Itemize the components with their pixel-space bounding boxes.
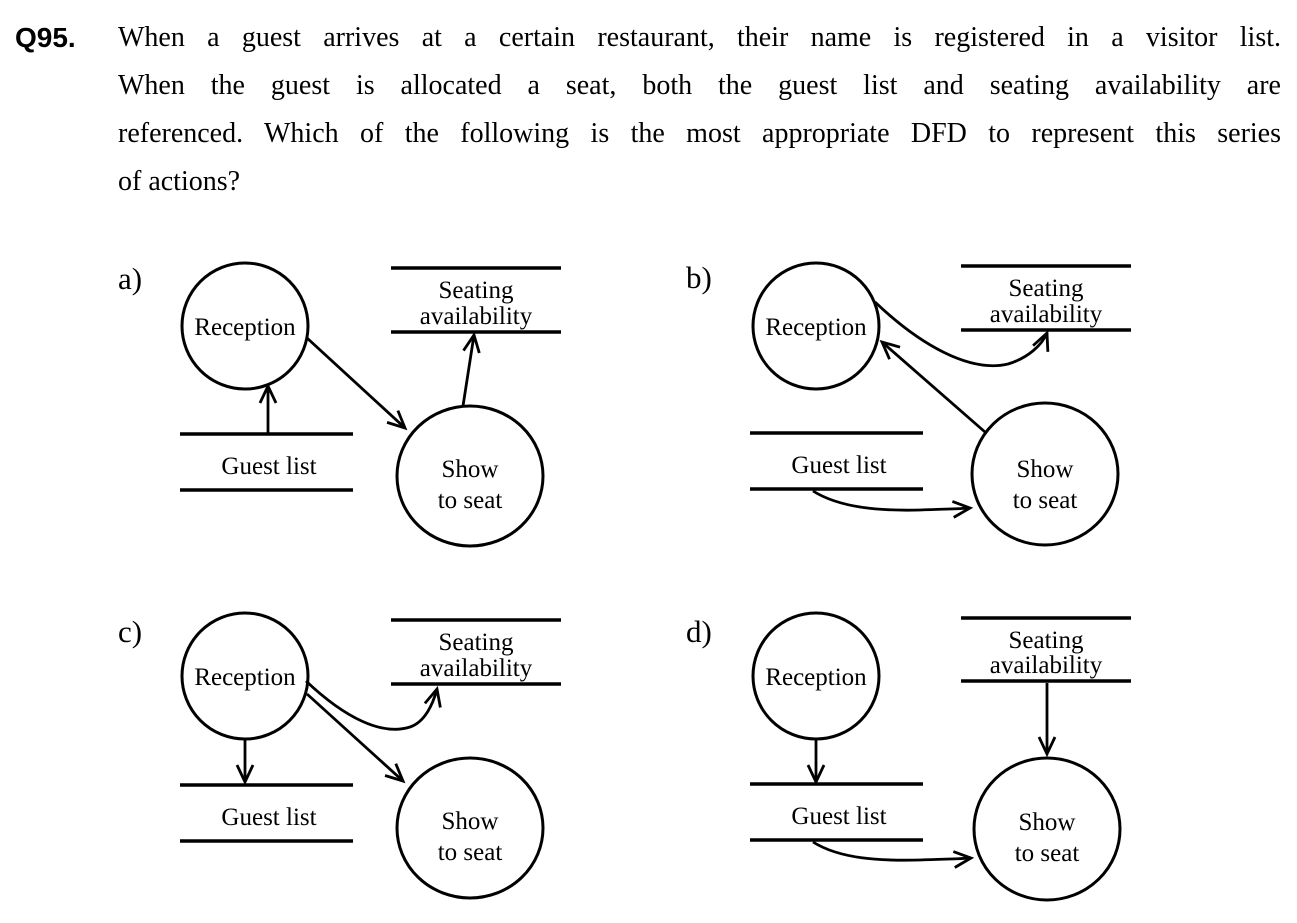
- process-label-reception: Reception: [765, 314, 867, 341]
- question-line: When the guest is allocated a seat, both…: [118, 70, 1281, 101]
- process-circle-reception: [180, 261, 310, 391]
- process-label-reception: Reception: [194, 664, 296, 691]
- process-label-to-seat: to seat: [1013, 487, 1078, 514]
- process-circle-show-to-seat: [972, 756, 1122, 902]
- datastore-label-seating: Seating: [1009, 275, 1084, 302]
- datastore-label-availability: availability: [420, 303, 533, 330]
- datastore-guest-list: Guest list: [180, 432, 353, 492]
- process-circle-reception: [751, 261, 881, 391]
- arrow-reception-to-show-to-seat: [306, 692, 406, 784]
- option-label-d: d): [686, 614, 712, 649]
- question-number: Q95.: [15, 22, 76, 53]
- process-label-show: Show: [1017, 456, 1074, 483]
- dfd-option-a: a) Reception Seating availability Guest …: [118, 261, 561, 548]
- arrow-show-to-seat-to-reception: [879, 339, 986, 434]
- process-circle-show-to-seat: [395, 756, 545, 900]
- question-line: of actions?: [118, 166, 241, 197]
- datastore-label-guest-list: Guest list: [221, 453, 316, 480]
- datastore-label-availability: availability: [420, 655, 533, 682]
- option-label-b: b): [686, 260, 712, 295]
- dfd-option-b: b) Reception Seating availability Guest …: [686, 260, 1131, 547]
- datastore-label-seating: Seating: [439, 277, 514, 304]
- process-label-reception: Reception: [765, 664, 867, 691]
- datastore-seating-availability: Seating availability: [961, 616, 1131, 683]
- process-label-to-seat: to seat: [438, 839, 503, 866]
- datastore-label-availability: availability: [990, 652, 1103, 679]
- datastore-label-guest-list: Guest list: [791, 452, 886, 479]
- dfd-option-c: c) Reception Seating availability Guest …: [118, 611, 561, 900]
- question-block: Q95. When a guest arrives at a certain r…: [15, 14, 1281, 206]
- datastore-label-guest-list: Guest list: [791, 803, 886, 830]
- process-circle-reception: [180, 611, 310, 741]
- dfd-options-grid: a) Reception Seating availability Guest …: [100, 240, 1297, 923]
- arrow-guest-list-to-show-to-seat: [812, 840, 975, 869]
- process-label-show: Show: [442, 456, 499, 483]
- process-label-to-seat: to seat: [438, 487, 503, 514]
- datastore-guest-list: Guest list: [750, 782, 923, 842]
- datastore-guest-list: Guest list: [180, 783, 353, 843]
- datastore-guest-list: Guest list: [750, 431, 923, 491]
- process-label-to-seat: to seat: [1015, 840, 1080, 867]
- question-line: When a guest arrives at a certain restau…: [118, 22, 1281, 53]
- process-circle-reception: [751, 611, 881, 741]
- arrow-reception-to-seating-availability: [305, 679, 442, 731]
- option-label-a: a): [118, 261, 142, 296]
- dfd-option-d: d) Reception Seating availability Guest …: [686, 611, 1131, 902]
- datastore-label-guest-list: Guest list: [221, 804, 316, 831]
- arrow-show-to-seat-to-seating-availability: [461, 331, 481, 407]
- datastore-label-seating: Seating: [1009, 627, 1084, 654]
- option-label-c: c): [118, 614, 142, 649]
- question-text: When a guest arrives at a certain restau…: [118, 14, 1281, 206]
- datastore-seating-availability: Seating availability: [961, 264, 1131, 332]
- datastore-seating-availability: Seating availability: [391, 618, 561, 686]
- datastore-label-seating: Seating: [439, 629, 514, 656]
- process-label-show: Show: [1019, 809, 1076, 836]
- process-circle-show-to-seat: [970, 401, 1120, 547]
- process-label-show: Show: [442, 808, 499, 835]
- process-label-reception: Reception: [194, 314, 296, 341]
- arrow-guest-list-to-show-to-seat: [812, 489, 974, 519]
- arrow-reception-to-show-to-seat: [306, 336, 408, 431]
- datastore-label-availability: availability: [990, 301, 1103, 328]
- question-line: referenced. Which of the following is th…: [118, 118, 1281, 149]
- datastore-seating-availability: Seating availability: [391, 266, 561, 334]
- process-circle-show-to-seat: [395, 404, 545, 548]
- arrow-reception-to-seating-availability: [874, 300, 1050, 368]
